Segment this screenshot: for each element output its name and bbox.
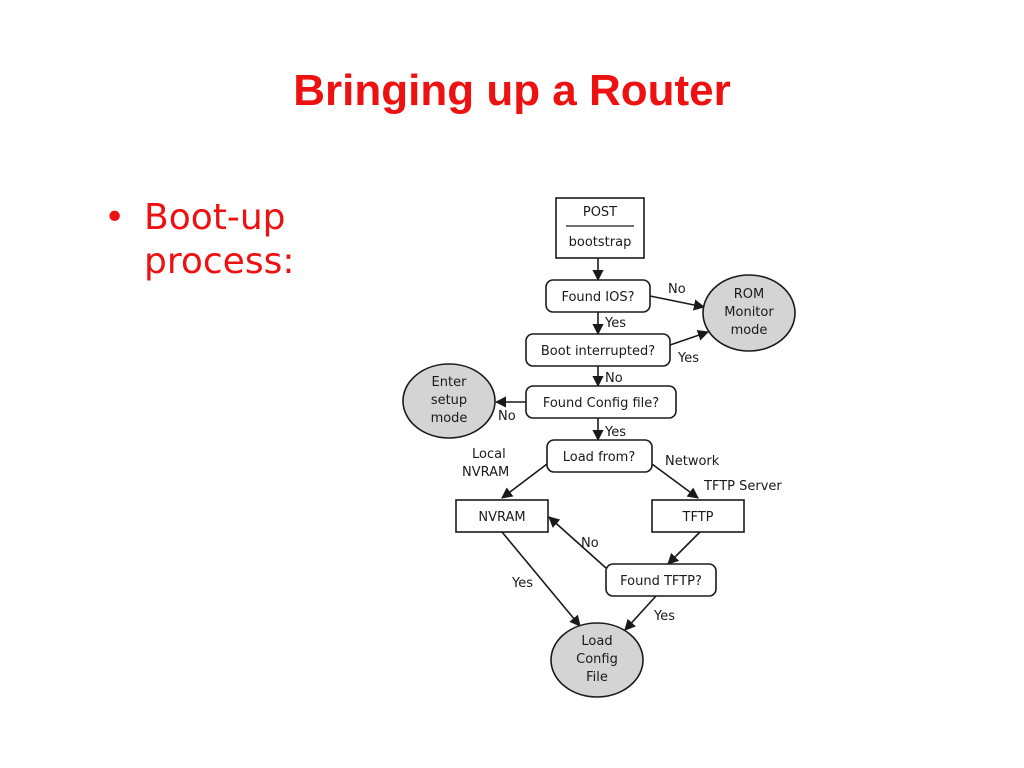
post-label: POST [583,205,617,220]
label-tftp-server: TFTP Server [703,479,782,494]
rom-line-3: mode [731,323,768,338]
found-config-label: Found Config file? [543,396,659,411]
label-no-interrupt: No [605,371,623,386]
rom-monitor-terminal: ROM Monitor mode [702,274,796,352]
rom-line-1: ROM [734,287,764,302]
bullet-line-1: Boot-up [144,197,286,238]
bullet-item-boot-up: • Boot-up process: [104,196,294,284]
load-config-line-3: File [586,670,608,685]
bootstrap-label: bootstrap [569,235,632,250]
arrow-found-tftp-to-nvram [548,516,607,569]
found-ios-label: Found IOS? [561,290,634,305]
boot-interrupted-label: Boot interrupted? [541,344,655,359]
connectors [494,258,710,631]
bullet-list: • Boot-up process: [104,196,294,284]
label-yes-config: Yes [604,425,626,440]
arrow-boot-interrupted-to-rom [669,329,710,346]
arrow-found-ios-to-rom [649,295,706,311]
arrow-found-tftp-to-load-config [624,595,657,631]
rom-line-2: Monitor [724,305,774,320]
setup-line-2: setup [431,393,467,408]
nvram-label: NVRAM [478,510,525,525]
arrow-load-from-to-tftp [651,463,699,499]
setup-mode-terminal: Enter setup mode [402,363,496,439]
tftp-box: TFTP [651,499,745,533]
nvram-box: NVRAM [455,499,549,533]
found-tftp-decision: Found TFTP? [605,563,717,597]
tftp-label: TFTP [682,510,714,525]
boot-interrupted-decision: Boot interrupted? [525,333,671,367]
label-no-tftp: No [581,536,599,551]
label-yes-tftp: Yes [653,609,675,624]
found-tftp-label: Found TFTP? [620,574,702,589]
setup-line-3: mode [431,411,468,426]
load-config-line-2: Config [576,652,618,667]
bullet-dot: • [104,197,126,238]
arrow-nvram-to-load-config [501,531,581,627]
bullet-line-2: process: [144,241,295,282]
found-config-decision: Found Config file? [525,385,677,419]
label-yes-ios: Yes [604,316,626,331]
load-config-terminal: Load Config File [550,622,644,698]
label-yes-interrupt: Yes [677,351,699,366]
label-nvram-source: NVRAM [462,465,509,480]
label-no-ios: No [668,282,686,297]
label-no-config: No [498,409,516,424]
edge-labels: No Yes Yes No No Yes Local NVRAM Network… [462,282,782,624]
found-ios-decision: Found IOS? [545,279,651,313]
label-network: Network [665,454,720,469]
load-from-label: Load from? [563,450,635,465]
arrow-tftp-to-found-tftp [667,531,701,565]
arrow-load-from-to-nvram [501,463,548,499]
load-from-decision: Load from? [546,439,653,473]
post-bootstrap-box: POST bootstrap [555,197,645,259]
slide-title: Bringing up a Router [293,66,731,115]
setup-line-1: Enter [432,375,468,390]
load-config-line-1: Load [581,634,612,649]
label-local: Local [472,447,506,462]
label-yes-nvram: Yes [511,576,533,591]
